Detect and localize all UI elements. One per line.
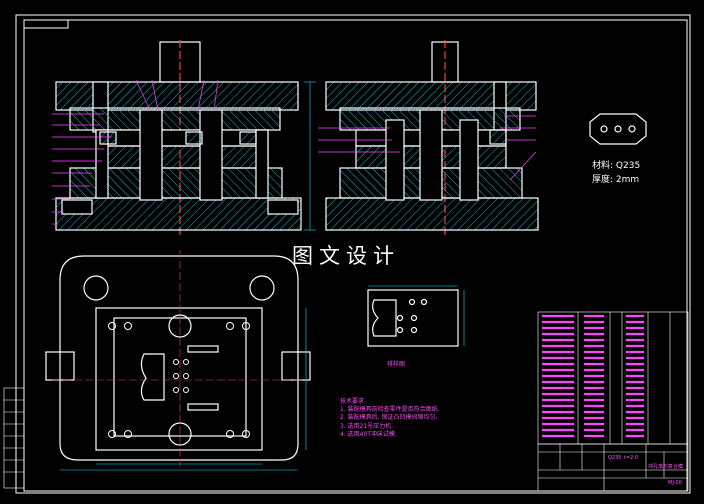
tech-requirement-item: 1. 装配模具前检查零件是否符合图纸. xyxy=(340,406,440,414)
front-view-dims xyxy=(304,81,316,231)
plan-view-dims xyxy=(60,308,307,471)
side-section-view xyxy=(325,40,539,235)
plan-view xyxy=(45,255,311,461)
title-block xyxy=(537,443,689,492)
tech-requirement-item: 3. 选用21号压力机. xyxy=(340,422,394,430)
side-view-leaders xyxy=(318,115,537,181)
plan-view-centerlines xyxy=(52,250,306,468)
material-value: Q235 xyxy=(615,161,641,171)
tech-requirement-item: 4. 选用40T冲床试模. xyxy=(340,430,397,438)
outer-frame xyxy=(15,14,691,494)
plan-view-holes xyxy=(108,322,250,438)
front-view-leaders xyxy=(52,79,219,225)
strip-layout xyxy=(367,289,459,347)
inner-frame xyxy=(23,19,688,492)
tech-requirement-item: 2. 装配模具后, 保证凸凹模间隙均匀. xyxy=(340,414,438,422)
thickness-label: 厚度: xyxy=(592,175,614,185)
material-row: 材料: Q235 xyxy=(592,158,640,171)
strip-layout-caption: 排样图 xyxy=(387,361,406,368)
tech-requirements-title: 技术要求 xyxy=(340,398,365,405)
thickness-value: 2mm xyxy=(615,175,640,185)
title-block-drawing-no: MJ-00 xyxy=(668,480,682,486)
watermark-title: 图文设计 xyxy=(292,244,400,268)
title-block-part-name: 冲孔落料复合模 xyxy=(648,464,684,470)
revision-block xyxy=(3,387,25,489)
title-block-material: Q235 xyxy=(608,455,622,461)
front-section-view xyxy=(55,40,302,235)
parts-list-rows xyxy=(542,314,644,438)
material-label: 材料: xyxy=(592,161,614,171)
strip-dims xyxy=(368,285,465,346)
title-block-thickness: t=2.0 xyxy=(624,455,639,461)
part-sketch xyxy=(589,113,647,145)
corner-tab xyxy=(23,19,69,29)
tech-requirements: 技术要求 1. 装配模具前检查零件是否符合图纸. 2. 装配模具后, 保证凸凹模… xyxy=(340,398,440,439)
thickness-row: 厚度: 2mm xyxy=(592,172,639,185)
